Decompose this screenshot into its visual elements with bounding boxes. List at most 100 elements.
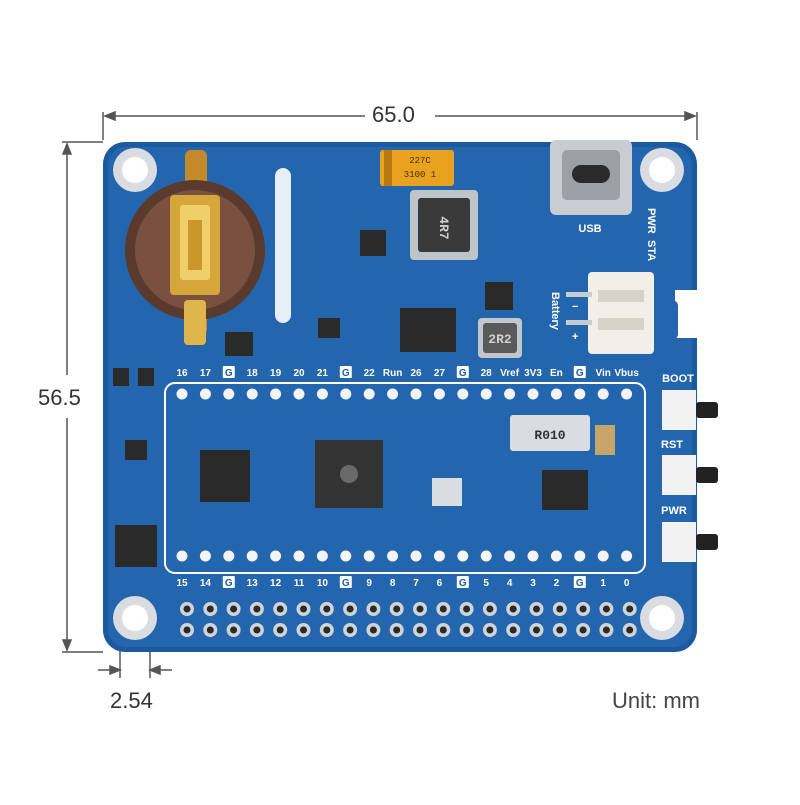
pad	[527, 388, 539, 400]
header-pin-hole	[509, 605, 517, 613]
header-pin-hole	[533, 626, 540, 634]
header-pin-hole	[253, 605, 261, 613]
pad	[410, 550, 422, 562]
usb-label: USB	[578, 223, 601, 235]
pad	[504, 550, 516, 562]
pitch-dimension-label: 2.54	[110, 688, 153, 713]
pad	[176, 550, 188, 562]
pin-label: 9	[366, 578, 372, 589]
chips-main: R010	[113, 368, 615, 567]
pad	[270, 550, 282, 562]
pico-outline	[164, 382, 646, 574]
pad	[387, 550, 399, 562]
inductor-mark-2: 2R2	[488, 332, 512, 347]
pad	[340, 388, 352, 400]
gpio-header	[180, 602, 637, 637]
led-label-pwr: PWR	[645, 208, 657, 234]
pin-label-ground: G	[576, 578, 584, 589]
pin-label: 10	[317, 578, 329, 589]
pad	[621, 388, 633, 400]
pad	[480, 388, 492, 400]
tantalum-capacitor: 227C 3100 1	[380, 150, 454, 186]
header-pin-hole	[486, 626, 494, 634]
ground-box	[573, 366, 586, 378]
pin-label: 5	[483, 578, 489, 589]
pin-label-ground: G	[459, 368, 467, 379]
header-pin-hole	[300, 605, 307, 613]
pad	[293, 388, 305, 400]
pin-label: 21	[317, 368, 329, 379]
battery-minus: −	[572, 301, 578, 313]
pad	[176, 388, 188, 400]
inductor-2r2: 2R2	[478, 318, 522, 358]
pin-label: 11	[294, 578, 305, 589]
pad	[433, 388, 445, 400]
pin-label: 0	[624, 578, 630, 589]
pad	[223, 550, 235, 562]
pad	[387, 388, 399, 400]
header-pin-hole	[230, 605, 238, 613]
pin-label-ground: G	[225, 578, 233, 589]
pad	[316, 550, 328, 562]
header-pin-hole	[463, 626, 471, 634]
capacitor-mark-line-1: 227C	[409, 156, 431, 166]
header-pin-hole	[509, 626, 517, 634]
pin-label: 19	[270, 368, 282, 379]
header-pin-hole	[579, 626, 587, 634]
pin-label: Vref	[500, 368, 520, 379]
pin-label: 7	[413, 578, 419, 589]
header-pin-hole	[206, 605, 214, 613]
pad	[457, 550, 469, 562]
pwr-label: PWR	[661, 505, 687, 517]
pad	[246, 388, 258, 400]
pin-label: 22	[364, 368, 376, 379]
ground-box	[339, 366, 352, 378]
inductor-4r7: 4R7	[410, 190, 478, 260]
pin-label-ground: G	[459, 578, 467, 589]
pad	[223, 388, 235, 400]
header-pin-hole	[463, 605, 471, 613]
header-pin-hole	[346, 626, 354, 634]
pad	[363, 388, 375, 400]
rst-label: RST	[661, 439, 683, 451]
header-pin-hole	[439, 626, 447, 634]
battery-plus: +	[572, 331, 578, 343]
resistor-mark: R010	[534, 428, 565, 443]
side-buttons: BOOT RST PWR	[661, 373, 718, 562]
pin-label: 2	[554, 578, 560, 589]
pad	[574, 388, 586, 400]
capacitor-mark-line-2: 3100 1	[404, 170, 436, 180]
ground-box	[573, 576, 586, 588]
pad	[574, 550, 586, 562]
pad	[480, 550, 492, 562]
header-pin-hole	[323, 626, 331, 634]
usb-c-connector: USB	[550, 140, 632, 235]
ground-box	[456, 576, 469, 588]
pin-label: 3	[530, 578, 536, 589]
pad	[363, 550, 375, 562]
pin-label-ground: G	[576, 368, 584, 379]
width-dimension-label: 65.0	[372, 102, 415, 127]
pad	[340, 550, 352, 562]
pin-label: Run	[383, 368, 402, 379]
header-pin-hole	[486, 605, 494, 613]
pad	[621, 550, 633, 562]
pad	[597, 550, 609, 562]
battery-connector: Battery − +	[549, 272, 654, 354]
pad	[527, 550, 539, 562]
pin-label: 14	[200, 578, 212, 589]
pin-label: En	[550, 368, 563, 379]
battery-label: Battery	[549, 292, 561, 331]
mounting-holes	[113, 148, 684, 640]
pico-pads	[176, 388, 633, 562]
header-pin-hole	[602, 626, 610, 634]
header-pin-hole	[323, 605, 331, 613]
pad	[550, 550, 562, 562]
boot-label: BOOT	[662, 373, 694, 385]
header-pin-hole	[253, 626, 261, 634]
pin-label: Vin	[596, 368, 611, 379]
ground-box	[222, 366, 235, 378]
